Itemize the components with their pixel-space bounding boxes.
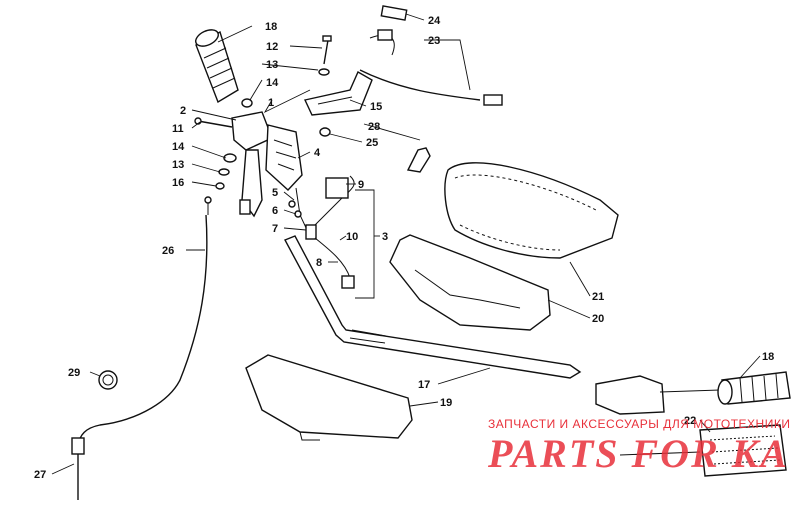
- handlebar-pad: [389, 234, 551, 331]
- callout-3: 3: [382, 231, 388, 243]
- callout-21: 21: [592, 291, 604, 303]
- throttle-cable: [359, 5, 503, 106]
- leader-lines: [51, 13, 761, 475]
- callout-labels: 18 12 13 14 1 2 11 15 24 23 28 25 4 14 1…: [34, 15, 774, 481]
- left-washers: [215, 153, 237, 190]
- wiring-harness: [288, 175, 355, 289]
- callout-27: 27: [34, 469, 46, 481]
- callout-15: 15: [370, 101, 382, 113]
- callout-9: 9: [358, 179, 364, 191]
- callout-25: 25: [366, 137, 378, 149]
- throttle-lever: [303, 71, 373, 116]
- handlebar: [284, 235, 582, 379]
- callout-19: 19: [440, 397, 452, 409]
- callout-8: 8: [316, 257, 322, 269]
- callout-28: 28: [368, 121, 380, 133]
- top-bolt-and-nut: [241, 35, 332, 108]
- callout-4: 4: [314, 147, 321, 159]
- callout-13-top: 13: [266, 59, 278, 71]
- handlebar-pad-cover: [444, 162, 619, 259]
- callout-6: 6: [272, 205, 278, 217]
- brake-cable: [71, 196, 212, 500]
- center-pad: [245, 354, 413, 441]
- callout-22: 22: [684, 415, 696, 427]
- callout-20: 20: [592, 313, 604, 325]
- switch-housing: [194, 111, 273, 218]
- callout-12: 12: [266, 41, 278, 53]
- right-grip: [717, 371, 791, 405]
- clip: [98, 370, 118, 390]
- grip-heater: [619, 424, 787, 477]
- small-fasteners: [319, 127, 431, 173]
- callout-26: 26: [162, 245, 174, 257]
- watermark-logo: PARTS FOR KA: [488, 431, 790, 476]
- callout-10: 10: [346, 231, 358, 243]
- callout-14-left: 14: [172, 141, 185, 153]
- callout-11: 11: [172, 123, 184, 135]
- callout-7: 7: [272, 223, 278, 235]
- group-bracket-3: [355, 189, 375, 299]
- watermark-subtitle: ЗАПЧАСТИ И АКСЕССУАРЫ ДЛЯ МОТОТЕХНИКИ: [488, 417, 791, 431]
- callout-2: 2: [180, 105, 186, 117]
- callout-5: 5: [272, 187, 278, 199]
- switch-block: [265, 124, 303, 191]
- callout-14-top: 14: [266, 77, 279, 89]
- left-grip: [195, 29, 239, 104]
- callout-17: 17: [418, 379, 430, 391]
- callout-18-right: 18: [762, 351, 774, 363]
- callout-18-left: 18: [265, 21, 277, 33]
- callout-13-left: 13: [172, 159, 184, 171]
- callout-1: 1: [268, 97, 274, 109]
- callout-29: 29: [68, 367, 80, 379]
- callout-16: 16: [172, 177, 184, 189]
- callout-24: 24: [428, 15, 441, 27]
- right-throttle-assembly: [595, 375, 721, 415]
- callout-23: 23: [428, 35, 440, 47]
